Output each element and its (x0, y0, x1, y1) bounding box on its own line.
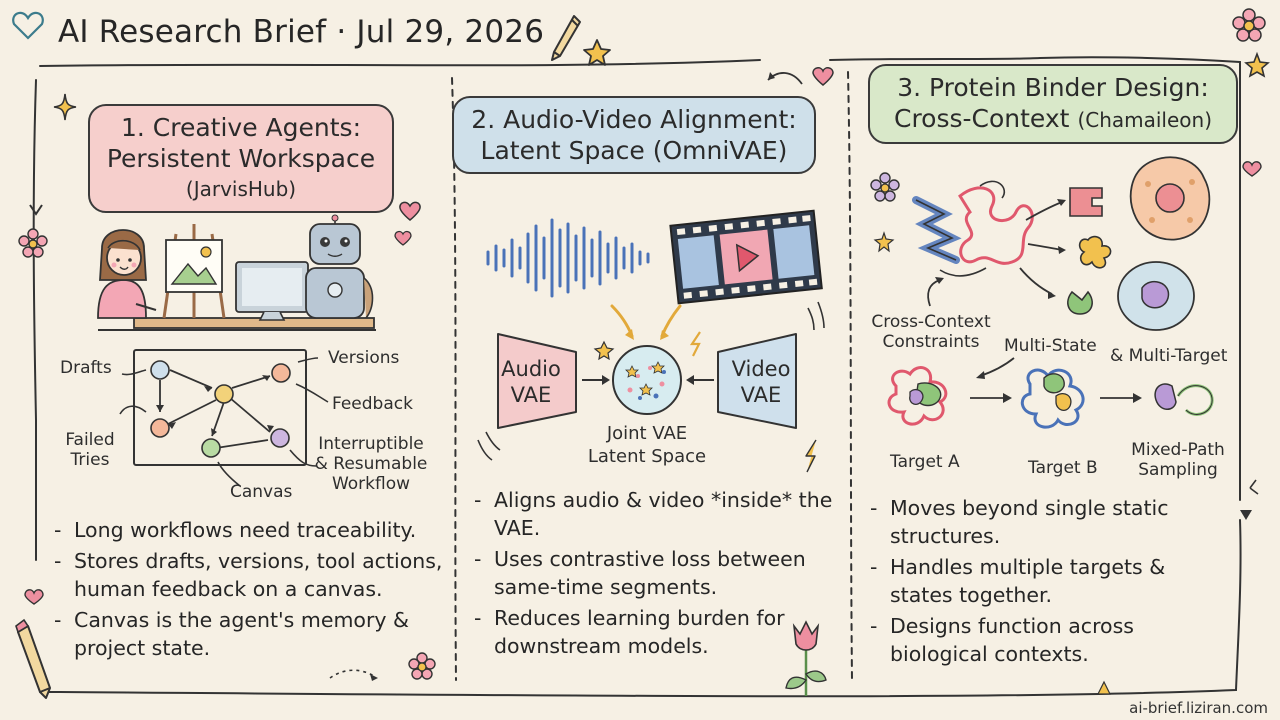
heart-icon (1242, 161, 1262, 177)
joint-latent-label: Joint VAE Latent Space (582, 422, 712, 468)
multi-state-label: Multi-State (1004, 336, 1097, 356)
bullet-item: Uses contrastive loss between same-time … (474, 545, 834, 601)
mixed-path-line: Sampling (1138, 460, 1218, 480)
footer-url: ai-brief.liziran.com (1129, 699, 1268, 717)
star-icon (873, 231, 895, 253)
pencil-icon (551, 15, 581, 61)
bullet-item: Aligns audio & video *inside* the VAE. (474, 486, 834, 542)
panel-3-title-line: 3. Protein Binder Design: (897, 73, 1209, 102)
interruptible-line: & Resumable (314, 454, 428, 474)
panel-2-title: 2. Audio-Video Alignment: Latent Space (… (452, 96, 816, 174)
flower-icon (870, 172, 900, 202)
cross-context-line: Constraints (882, 332, 980, 352)
target-a-label: Target A (890, 452, 960, 472)
feedback-label: Feedback (332, 394, 413, 414)
failed-tries-line: Failed (65, 430, 115, 450)
bullet-item: Designs function across biological conte… (870, 612, 1230, 668)
failed-tries-line: Tries (70, 450, 110, 470)
bullet-item: Stores drafts, versions, tool actions, h… (54, 547, 454, 603)
video-vae-line: VAE (740, 383, 782, 407)
video-vae-label: Video VAE (728, 356, 794, 408)
canvas-label: Canvas (230, 482, 293, 502)
failed-tries-label: Failed Tries (62, 430, 118, 470)
cross-context-label: Cross-Context Constraints (866, 312, 996, 352)
panel-1-title-line: 1. Creative Agents: (120, 113, 361, 142)
mixed-path-label: Mixed-Path Sampling (1128, 440, 1228, 480)
audio-vae-line: Audio (501, 357, 561, 381)
star-icon (583, 39, 611, 66)
video-film-icon (669, 209, 823, 305)
flower-icon (18, 228, 48, 258)
omnivae-diagram (477, 301, 825, 473)
panel-3-title-sub: (Chamaileon) (1077, 108, 1213, 132)
dotted-arrow-icon (329, 669, 378, 681)
bullet-item: Moves beyond single static structures. (870, 494, 1230, 550)
page-title: AI Research Brief · Jul 29, 2026 (58, 14, 545, 50)
panel-3-title-line: Cross-Context (893, 104, 1070, 133)
heart-icon (394, 230, 412, 246)
heart-icon (24, 589, 44, 605)
panel-1-title-line: (JarvisHub) (185, 177, 297, 201)
joint-latent-line: Joint VAE (606, 423, 688, 444)
tulip-icon (785, 620, 827, 696)
bullet-item: Long workflows need traceability. (54, 516, 454, 544)
sparkle-icon (53, 93, 77, 121)
bullet-item: Canvas is the agent's memory & project s… (54, 606, 454, 662)
panel-3-title: 3. Protein Binder Design: Cross-Context … (868, 64, 1238, 144)
interruptible-line: Workflow (331, 474, 411, 494)
heart-icon (812, 67, 834, 86)
star-icon (1244, 51, 1270, 78)
bullet-item: Reduces learning burden for downstream m… (474, 604, 834, 660)
interruptible-line: Interruptible (318, 434, 424, 454)
panel-2-title-line: Latent Space (OmniVAE) (480, 136, 788, 165)
audio-vae-label: Audio VAE (498, 356, 564, 408)
multi-target-label: & Multi-Target (1110, 346, 1228, 366)
versions-label: Versions (328, 348, 400, 368)
video-vae-line: Video (731, 357, 791, 381)
audio-waveform (486, 218, 650, 298)
mixed-path-line: Mixed-Path (1131, 440, 1225, 460)
pencil-icon (15, 618, 51, 699)
audio-vae-line: VAE (510, 383, 552, 407)
sparkle-icon (1097, 680, 1111, 695)
target-b-label: Target B (1028, 458, 1098, 478)
protein-binder-diagram (887, 156, 1259, 520)
creative-agents-illustration (97, 214, 376, 331)
joint-latent-line: Latent Space (587, 446, 707, 467)
heart-icon (399, 201, 421, 221)
curved-arrow-icon (767, 72, 803, 85)
flower-icon (408, 652, 436, 680)
bullet-item: Handles multiple targets & states togeth… (870, 553, 1230, 609)
panel-3-bullets: Moves beyond single static structures. H… (870, 494, 1230, 671)
flower-icon (1232, 8, 1266, 42)
cross-context-line: Cross-Context (871, 312, 991, 332)
panel-1-title: 1. Creative Agents: Persistent Workspace… (88, 104, 394, 213)
panel-2-title-line: 2. Audio-Video Alignment: (471, 105, 797, 134)
drafts-label: Drafts (60, 358, 112, 378)
interruptible-label: Interruptible & Resumable Workflow (312, 434, 430, 494)
canvas-workflow-diagram (119, 349, 329, 487)
panel-1-bullets: Long workflows need traceability. Stores… (54, 516, 454, 665)
panel-1-title-line: Persistent Workspace (106, 144, 376, 173)
panel-2-bullets: Aligns audio & video *inside* the VAE. U… (474, 486, 834, 663)
